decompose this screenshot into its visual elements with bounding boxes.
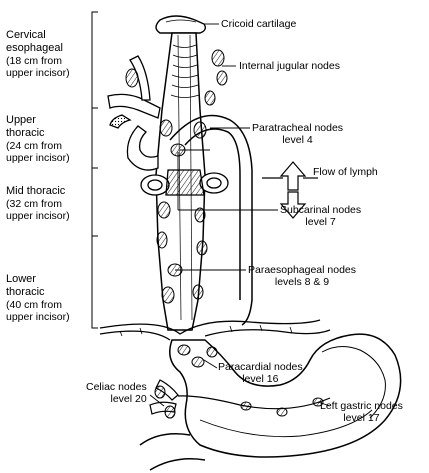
segment-detail: (40 cm from [6,299,63,311]
segment-cervical-esophageal: Cervical esophageal (18 cm from upper in… [6,29,90,79]
great-vessels [107,55,161,171]
label-paratracheal-nodes: Paratracheal nodes level 4 [252,122,343,146]
segment-upper-thoracic: Upper thoracic (24 cm from upper incisor… [6,114,90,164]
segment-name: Upper [6,114,36,126]
label-flow-of-lymph: Flow of lymph [313,166,378,178]
label-cricoid-cartilage: Cricoid cartilage [221,18,296,30]
label-paracardial-nodes: Paracardial nodes level 16 [218,361,303,385]
label-level: levels 8 & 9 [274,276,330,288]
label-name: Subcarinal nodes [280,204,362,216]
label-subcarinal-nodes: Subcarinal nodes level 7 [280,204,361,228]
segment-detail: (32 cm from [6,198,63,210]
segment-name: Lower [6,273,36,285]
segment-detail: upper incisor) [6,210,70,222]
diaphragm [99,319,331,341]
label-text: Internal jugular nodes [239,60,340,72]
label-level: level 4 [282,134,313,146]
segment-detail: upper incisor) [6,311,70,323]
leader-lines [149,23,331,407]
label-name: Paraesophageal nodes [248,264,357,276]
flow-of-lymph-arrows [262,161,318,219]
segment-lower-thoracic: Lower thoracic (40 cm from upper incisor… [6,273,90,323]
segment-name: Cervical [6,29,46,41]
label-level: level 17 [343,412,380,424]
segment-brackets [91,11,98,329]
label-name: Celiac nodes [86,381,147,393]
segment-detail: (24 cm from [6,140,63,152]
stomach [139,333,402,471]
segment-name: esophageal [6,42,63,54]
segment-name: thoracic [6,127,45,139]
label-left-gastric-nodes: Left gastric nodes level 17 [320,400,403,424]
label-text: Cricoid cartilage [221,18,297,30]
label-celiac-nodes: Celiac nodes level 20 [86,381,147,405]
segment-detail: upper incisor) [6,152,70,164]
label-text: Flow of lymph [313,166,378,178]
bronchi [140,169,229,196]
label-name: Left gastric nodes [320,400,403,412]
label-level: level 7 [305,216,336,228]
celiac-vessels [149,379,331,415]
label-name: Paracardial nodes [218,361,303,373]
lymph-nodes [125,49,228,304]
abdominal-nodes [154,344,324,419]
segment-detail: (18 cm from [6,55,63,67]
label-paraesophageal-nodes: Paraesophageal nodes levels 8 & 9 [248,264,356,288]
segment-detail: upper incisor) [6,67,70,79]
segment-name: Mid thoracic [6,185,66,197]
label-level: level 20 [110,393,147,405]
label-internal-jugular-nodes: Internal jugular nodes [239,60,340,72]
label-name: Paratracheal nodes [252,122,344,134]
segment-mid-thoracic: Mid thoracic (32 cm from upper incisor) [6,185,90,222]
label-level: level 16 [242,373,279,385]
segment-name: thoracic [6,286,45,298]
